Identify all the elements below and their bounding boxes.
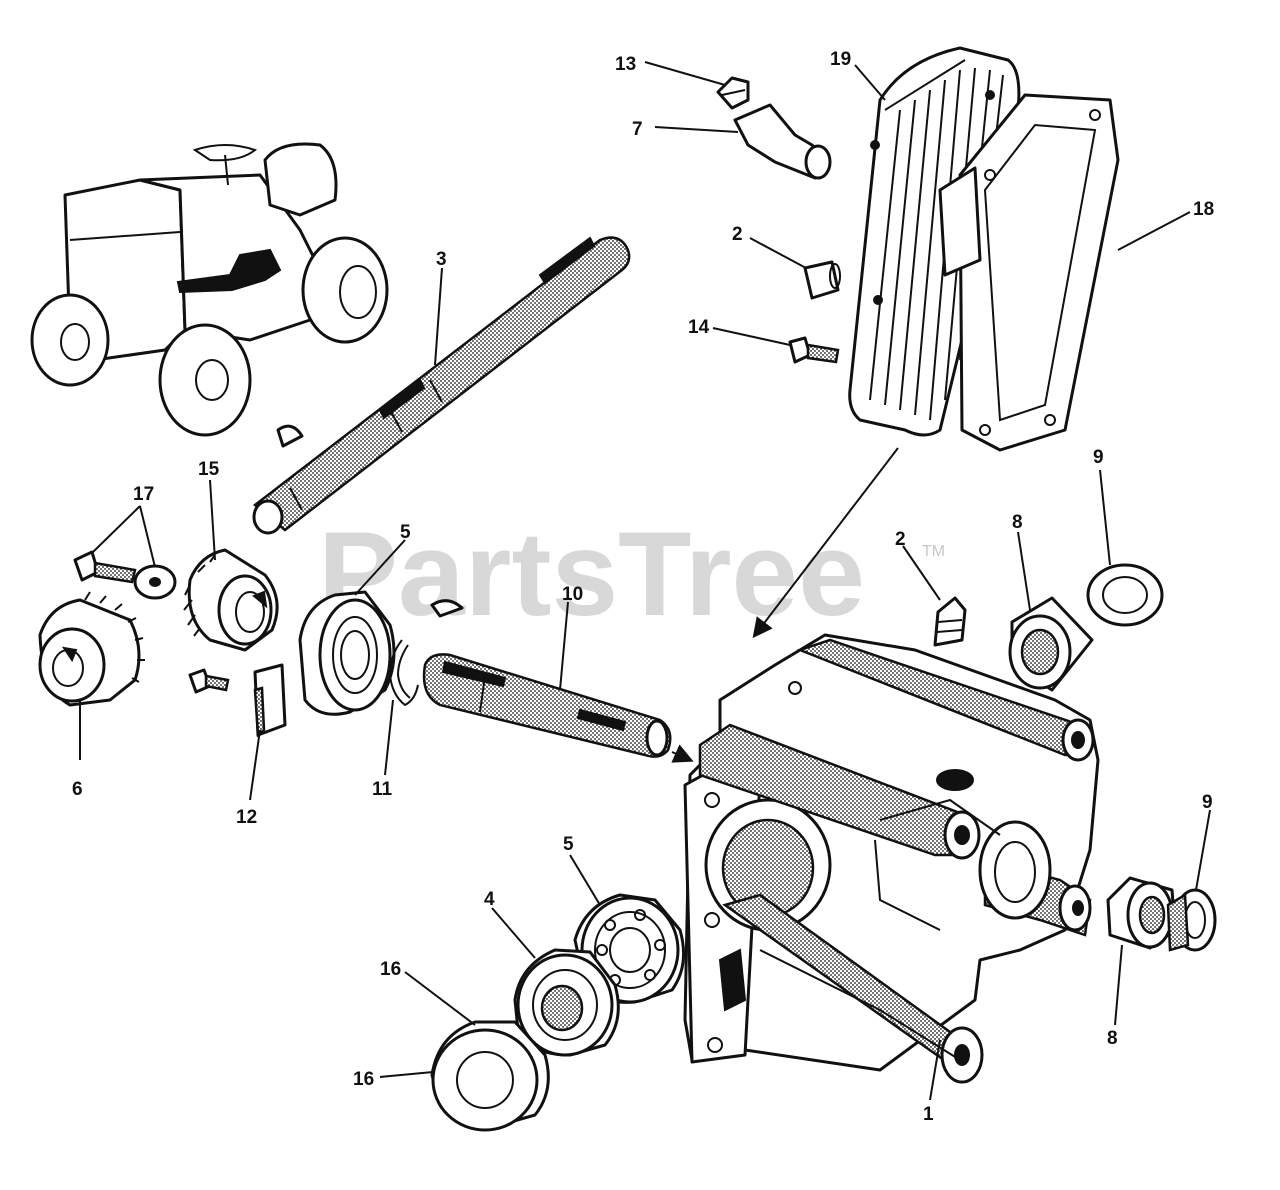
watermark-trademark: TM (922, 543, 945, 560)
callout-3: 3 (436, 249, 447, 270)
part-2-plug-upper (803, 260, 841, 300)
callout-2-upper: 2 (732, 224, 743, 245)
tractor-locator-illustration (30, 142, 389, 437)
watermark-text: PartsTree (318, 507, 865, 641)
part-16-washer (430, 1020, 550, 1132)
callout-17: 17 (133, 484, 154, 505)
part-6-sprocket (38, 591, 145, 707)
part-1-housing (683, 633, 1100, 1084)
callout-16-upper: 16 (380, 959, 401, 980)
part-18-gasket (938, 93, 1120, 452)
arrow-to-housing (752, 447, 899, 639)
part-9-seal-upper (1086, 563, 1164, 627)
part-17-bolt-and-washer (73, 550, 177, 600)
part-11-snap-ring (388, 639, 419, 707)
callout-4: 4 (484, 889, 495, 910)
callout-5-upper: 5 (400, 522, 411, 543)
callout-7: 7 (632, 119, 643, 140)
callout-13: 13 (615, 54, 636, 75)
part-8-bushing-lower (1106, 876, 1177, 950)
part-12-key-plate (253, 663, 287, 738)
callout-18: 18 (1193, 199, 1214, 220)
part-3-shaft (252, 236, 631, 535)
callout-15: 15 (198, 459, 220, 480)
callout-12: 12 (236, 807, 257, 828)
part-woodruff-key-a (276, 424, 304, 448)
callout-14: 14 (688, 317, 710, 338)
callout-6: 6 (72, 779, 83, 800)
part-8-bushing-upper (1008, 596, 1094, 692)
part-14-bolt (788, 336, 840, 364)
callout-9-lower: 9 (1202, 792, 1213, 813)
callout-10: 10 (562, 584, 583, 605)
part-10-output-shaft (422, 653, 672, 758)
part-5-bearing-upper (298, 590, 396, 716)
callout-19: 19 (830, 49, 851, 70)
leader-lines (79, 61, 1211, 1101)
callout-2-lower: 2 (895, 529, 906, 550)
callout-1: 1 (923, 1104, 934, 1125)
callout-labels: 13 19 7 18 2 3 14 9 17 15 5 2 8 10 6 12 … (72, 49, 1214, 1125)
part-13-plug (716, 76, 750, 110)
part-bolt-small (188, 668, 230, 694)
callout-16-lower: 16 (353, 1069, 374, 1090)
part-15-sprocket-hub (183, 548, 279, 652)
callout-8-lower: 8 (1107, 1028, 1118, 1049)
part-7-elbow-fitting (733, 103, 832, 180)
callout-9-upper: 9 (1093, 447, 1104, 468)
part-2-fitting-lower (933, 596, 967, 647)
callout-11: 11 (372, 779, 393, 800)
part-9-seal-lower (1166, 888, 1217, 952)
callout-5-lower: 5 (563, 834, 574, 855)
part-woodruff-key-b (430, 599, 464, 618)
callout-8-upper: 8 (1012, 512, 1023, 533)
arrow-shaft-to-housing (671, 744, 694, 763)
